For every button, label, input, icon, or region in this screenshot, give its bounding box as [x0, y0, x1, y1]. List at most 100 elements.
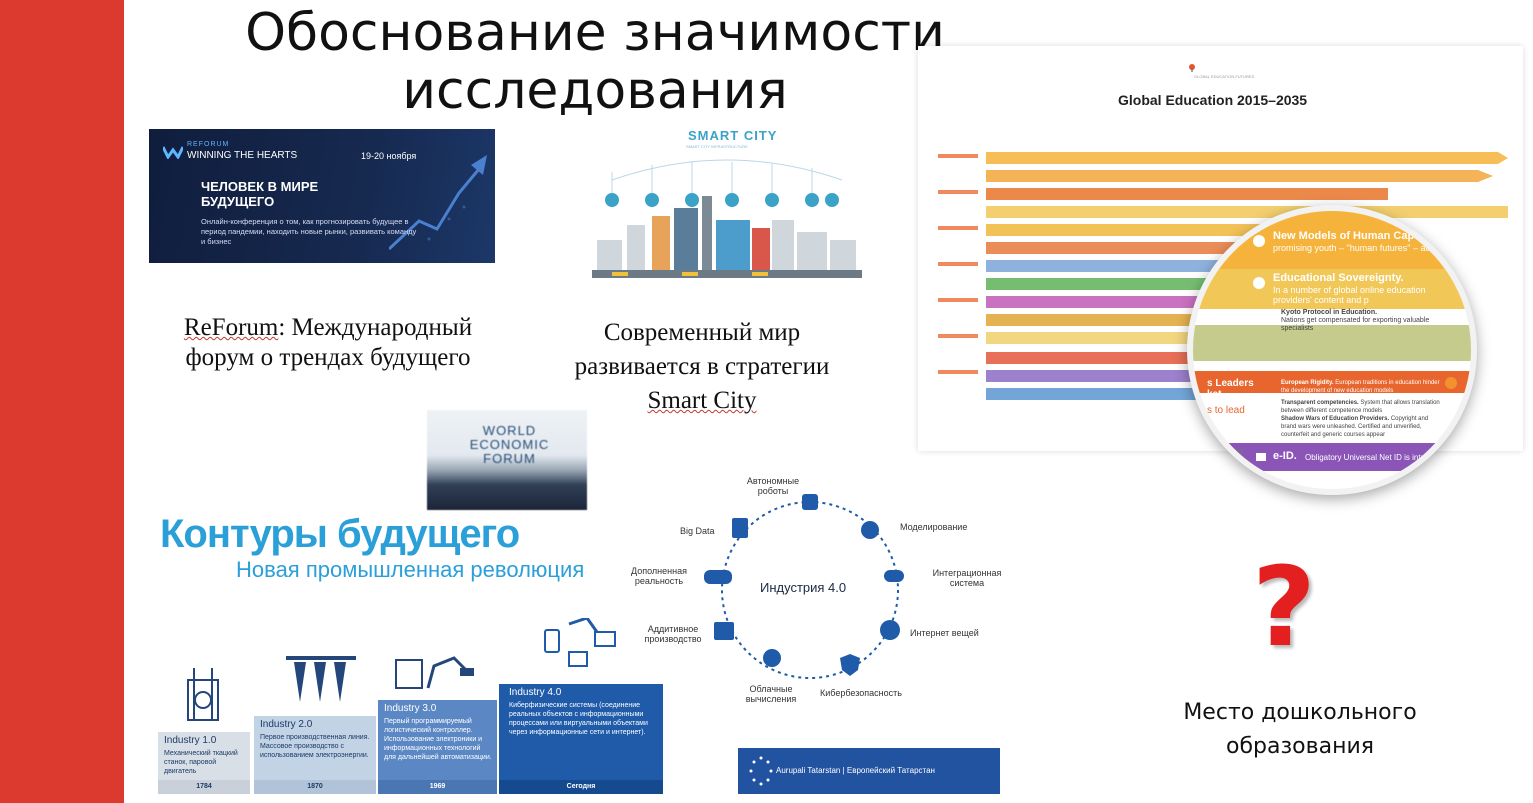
- industry-card-4: Industry 4.0 Киберфизические системы (со…: [499, 684, 663, 794]
- reforum-headline: ЧЕЛОВЕК В МИРЕ БУДУЩЕГО: [201, 179, 319, 209]
- tatarstan-banner: Aurupali Tatarstan | Европейский Татарст…: [738, 748, 1000, 794]
- cube-icon: [714, 622, 734, 640]
- vr-headset-icon: [704, 570, 732, 584]
- people-icon: [1253, 235, 1265, 247]
- ge-brand: GLOBAL EDUCATION FUTURES: [1194, 74, 1255, 79]
- industry-4-desc: Киберфизические системы (соединение реал…: [509, 702, 648, 736]
- ring-label-bigdata: Big Data: [680, 526, 715, 536]
- loom-icon: [187, 668, 219, 721]
- ring-center-label: Индустрия 4.0: [760, 580, 847, 595]
- industry-3-title: Industry 3.0: [384, 703, 437, 714]
- reforum-description: Онлайн-конференция о том, как прогнозиро…: [201, 217, 417, 246]
- industry-card-2: Industry 2.0 Первое производственная лин…: [254, 716, 376, 794]
- flag-icon: [1253, 277, 1265, 289]
- preschool-caption-line1: Место дошкольного: [1183, 700, 1417, 725]
- lens-item4-title: European Rigidity.: [1281, 380, 1334, 386]
- reforum-caption: ReForum: Международный форум о трендах б…: [148, 313, 508, 373]
- smart-city-subtitle: SMART CITY INFRASTRUCTURE: [686, 144, 748, 149]
- tatarstan-label: Aurupali Tatarstan | Европейский Татарст…: [776, 766, 935, 775]
- lens-item2-sub: In a number of global online education p…: [1273, 285, 1426, 305]
- industry-1-year: 1784: [158, 780, 250, 794]
- reforum-brand: WINNING THE HEARTS: [187, 150, 298, 161]
- lens-item6: Shadow Wars of Education Providers. Copy…: [1281, 415, 1441, 439]
- ring-label-modeling: Моделирование: [900, 522, 968, 532]
- robot-arm-icon: [395, 656, 474, 689]
- industry-1-title: Industry 1.0: [164, 735, 217, 746]
- ring-label-cloud: Облачные вычисления: [745, 684, 797, 704]
- slide-title: Обоснование значимости исследования: [245, 3, 945, 121]
- wef-line1: WORLD: [482, 423, 537, 438]
- city-skyline-icon: [592, 159, 862, 278]
- ring-label-additive: Аддитивное производство: [644, 624, 702, 644]
- kontury-subtitle: Новая промышленная революция: [236, 557, 585, 582]
- lens-item4-sub: European traditions in education hinder …: [1281, 380, 1440, 394]
- ring-label-integration: Интеграционная система: [932, 568, 1002, 588]
- industry-3-desc: Первый программируемый логистический кон…: [384, 718, 492, 761]
- lens-item6-title: Shadow Wars of Education Providers.: [1281, 416, 1390, 422]
- shield-icon: [840, 654, 860, 676]
- reforum-caption-text: : Международный форум о трендах будущего: [185, 314, 473, 371]
- industry-card-3: Industry 3.0 Первый программируемый логи…: [378, 700, 497, 794]
- lens-item3-sub: Nations get compensated for exporting va…: [1281, 317, 1430, 332]
- stars-map-icon: [749, 756, 773, 786]
- smart-city-caption: Современный мир развивается в стратегии …: [540, 316, 864, 418]
- lens-item5-sub: System that allows translation between d…: [1281, 400, 1440, 414]
- lens-left1: s Leaders: [1207, 378, 1254, 389]
- wef-image: WORLD ECONOMIC FORUM: [427, 410, 587, 510]
- smart-city-title: SMART CITY: [688, 128, 778, 143]
- network-icon: [880, 620, 900, 640]
- arrow-graphic-icon: [389, 155, 487, 251]
- left-accent-bar: [0, 0, 124, 803]
- lens-left4: ed: [1233, 446, 1244, 456]
- smart-caption-line1: Современный мир: [603, 319, 801, 346]
- industry-2-year: 1870: [254, 780, 376, 794]
- industry-1-desc: Механический ткацкий станок, паровой дви…: [164, 750, 238, 775]
- reforum-dates: 19-20 ноября: [361, 151, 417, 161]
- preschool-caption: Место дошкольного образования: [1160, 696, 1440, 764]
- lens-item7-sub: Obligatory Universal Net ID is intro: [1305, 453, 1428, 462]
- integration-icon: [884, 570, 904, 582]
- ring-label-security: Кибербезопасность: [820, 688, 902, 698]
- preschool-caption-line2: образования: [1226, 734, 1374, 759]
- ring-label-iot: Интернет вещей: [910, 628, 979, 638]
- lens-item6-sub: Copyright and brand wars were unleashed.…: [1281, 416, 1429, 438]
- bulb-icon: [1445, 377, 1457, 389]
- server-icon: [732, 518, 748, 538]
- smart-city-illustration: SMART CITY SMART CITY INFRASTRUCTURE: [592, 120, 862, 290]
- cloud-icon: [763, 649, 781, 667]
- industry-3-year: 1969: [378, 780, 497, 794]
- industry-4-title: Industry 4.0: [509, 687, 562, 698]
- industry-card-1: Industry 1.0 Механический ткацкий станок…: [158, 732, 250, 794]
- question-mark-icon: ?: [1252, 543, 1316, 671]
- lens-left3: s to lead: [1207, 405, 1245, 416]
- ring-label-robots: Автономные роботы: [746, 476, 800, 496]
- lens-item7-title: e-ID.: [1273, 450, 1297, 462]
- industry-2-desc: Первое производственная линия. Массовое …: [260, 734, 370, 759]
- lens-item3-title: Kyoto Protocol in Education.: [1281, 309, 1378, 316]
- magnifier-lens: New Models of Human Cap promising youth …: [1187, 205, 1477, 495]
- lens-item1-title: New Models of Human Cap: [1273, 230, 1415, 242]
- ge-title: Global Education 2015–2035: [1118, 92, 1308, 108]
- industry-2-title: Industry 2.0: [260, 719, 313, 730]
- lens-item4-sub-wrap: European Rigidity. European traditions i…: [1281, 379, 1441, 395]
- smart-caption-line2: развивается в стратегии: [574, 353, 830, 380]
- reforum-banner: REFORUM WINNING THE HEARTS 19-20 ноября …: [149, 129, 495, 263]
- reforum-brand-small: REFORUM: [187, 141, 230, 148]
- lens-item5: Transparent competencies. System that al…: [1281, 399, 1441, 415]
- wef-line2: ECONOMIC: [469, 437, 550, 452]
- id-card-icon: [1256, 453, 1266, 461]
- wef-logo: WORLD ECONOMIC FORUM: [457, 424, 562, 466]
- reforum-link[interactable]: ReForum: [183, 314, 279, 341]
- robot-icon: [802, 494, 818, 510]
- gears-icon: [861, 521, 879, 539]
- tree-logo-icon: [1189, 64, 1195, 72]
- industry-ring-diagram: [704, 494, 904, 679]
- smart-caption-line3: Smart City: [647, 387, 757, 414]
- reforum-logo-icon: [163, 146, 183, 159]
- kontury-title: Контуры будущего: [160, 512, 520, 556]
- lens-left2: ket: [1207, 389, 1222, 400]
- ring-label-ar: Дополненная реальность: [631, 566, 687, 586]
- lens-item5-title: Transparent competencies.: [1281, 400, 1359, 406]
- assembly-line-icon: [286, 656, 356, 702]
- wef-line3: FORUM: [483, 451, 536, 466]
